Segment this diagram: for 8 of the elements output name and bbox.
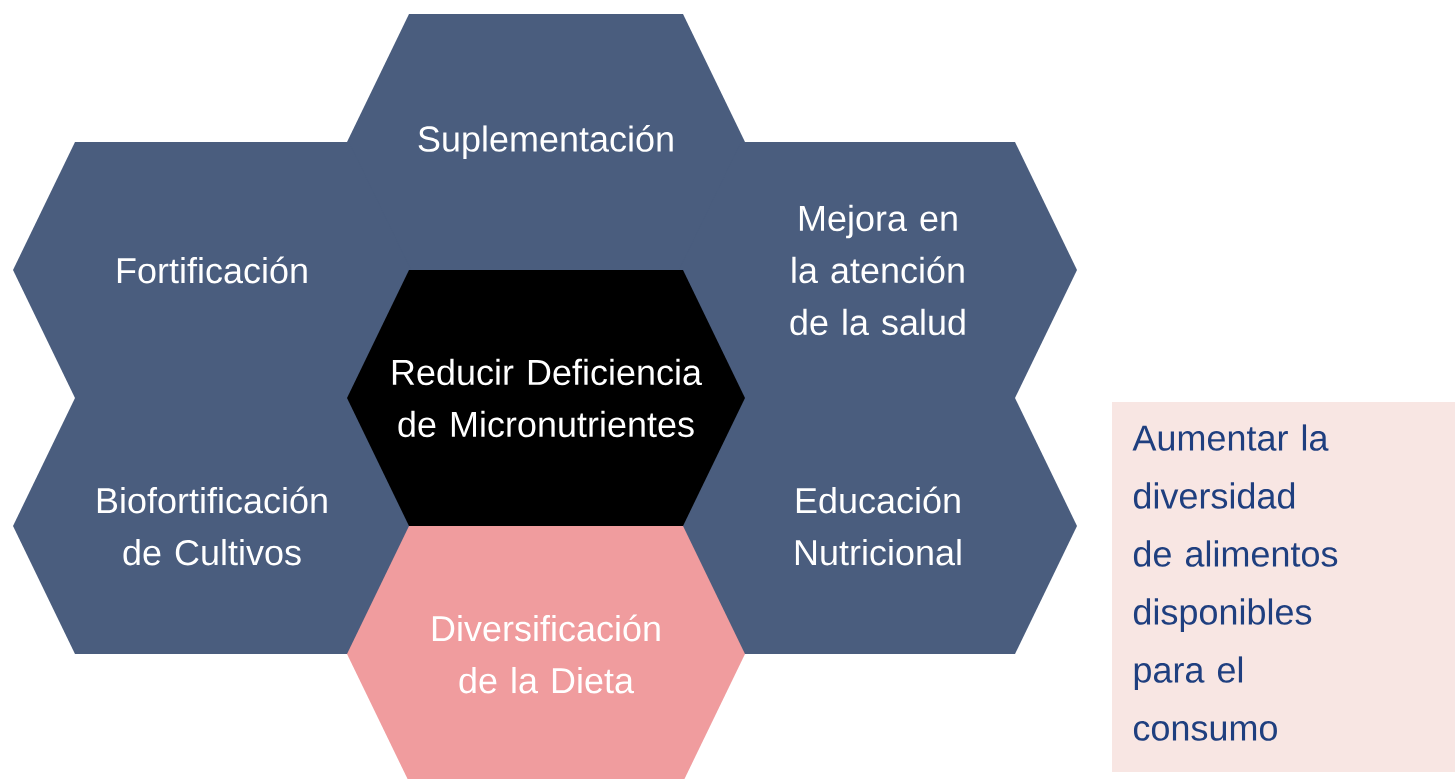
node-label: Biofortificación de Cultivos — [97, 486, 327, 566]
node-label: Mejora en la atención de la salud — [790, 204, 965, 336]
hexagon: Diversificación de la Dieta — [347, 526, 745, 779]
hexagon: Suplementación — [347, 14, 745, 270]
node-label: Fortificación — [117, 256, 307, 284]
hexagon: Reducir Deficiencia de Micronutrientes — [347, 270, 745, 526]
note-box: Aumentar la diversidad de alimentos disponibles para el consumo — [1112, 402, 1455, 772]
node-label: Educación Nutricional — [795, 486, 961, 566]
